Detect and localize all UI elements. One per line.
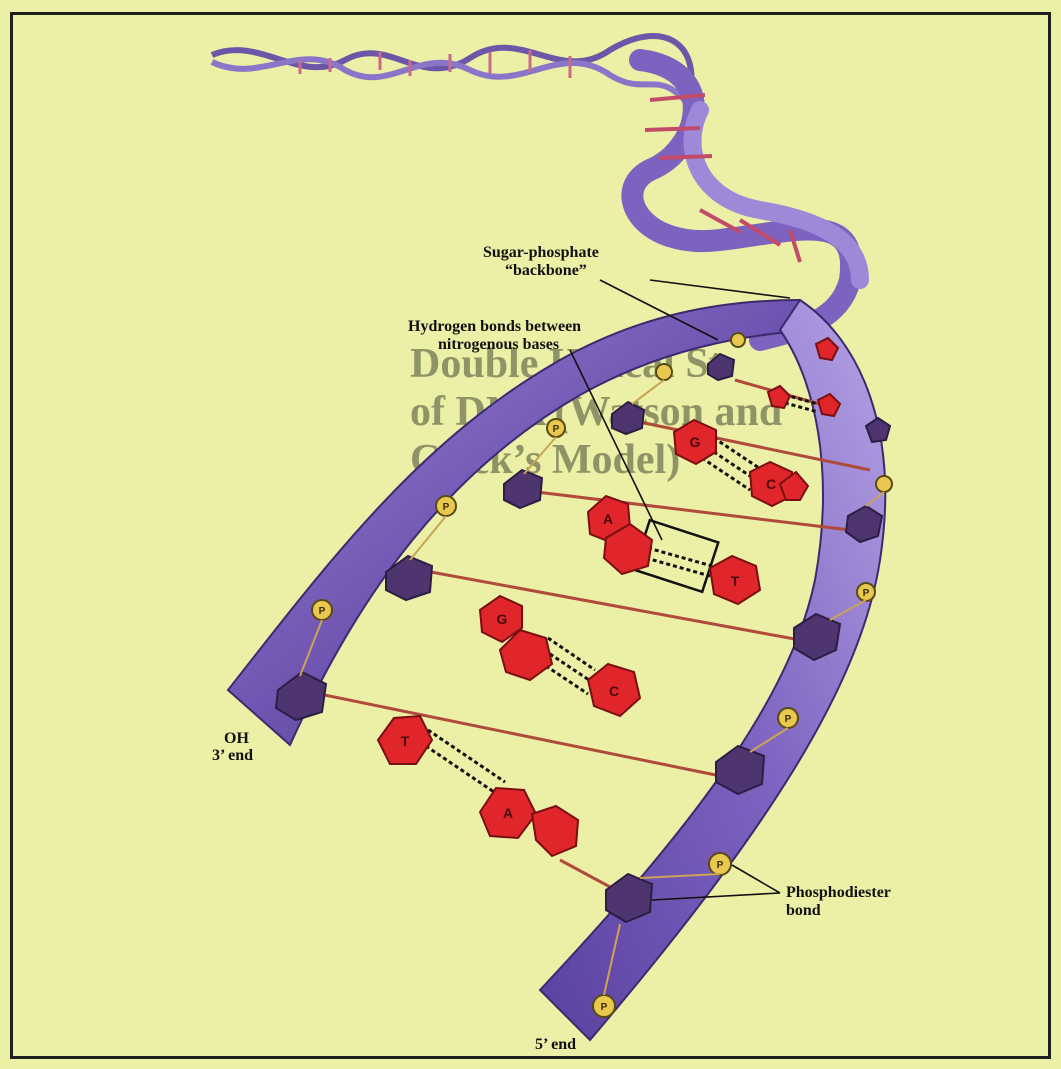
figure-border: [10, 12, 1051, 1059]
